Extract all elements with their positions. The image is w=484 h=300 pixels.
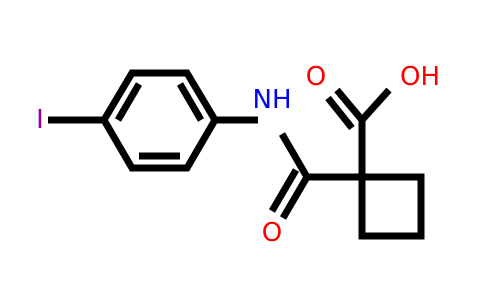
cyclobutane-ring (358, 173, 425, 240)
bond-acid-hydroxyl (359, 87, 392, 123)
acid-carbonyl-oxygen-label: O (306, 62, 326, 92)
benzene-double-bond-1 (114, 82, 143, 122)
bond-acid-carbonyl-2 (325, 95, 355, 131)
bond-acid-carbonyl-1 (334, 87, 365, 123)
amide-nitrogen-label: NH (253, 85, 292, 115)
acid-hydroxyl-label: OH (400, 62, 440, 92)
iodine-label: I (36, 105, 44, 135)
bond-nitrogen-carbonyl (278, 132, 311, 179)
bond-amide-carbonyl-1 (279, 175, 311, 220)
amide-oxygen-label: O (262, 218, 282, 248)
bond-amide-carbonyl-2 (268, 168, 300, 213)
benzene-double-bond-2 (176, 82, 205, 122)
